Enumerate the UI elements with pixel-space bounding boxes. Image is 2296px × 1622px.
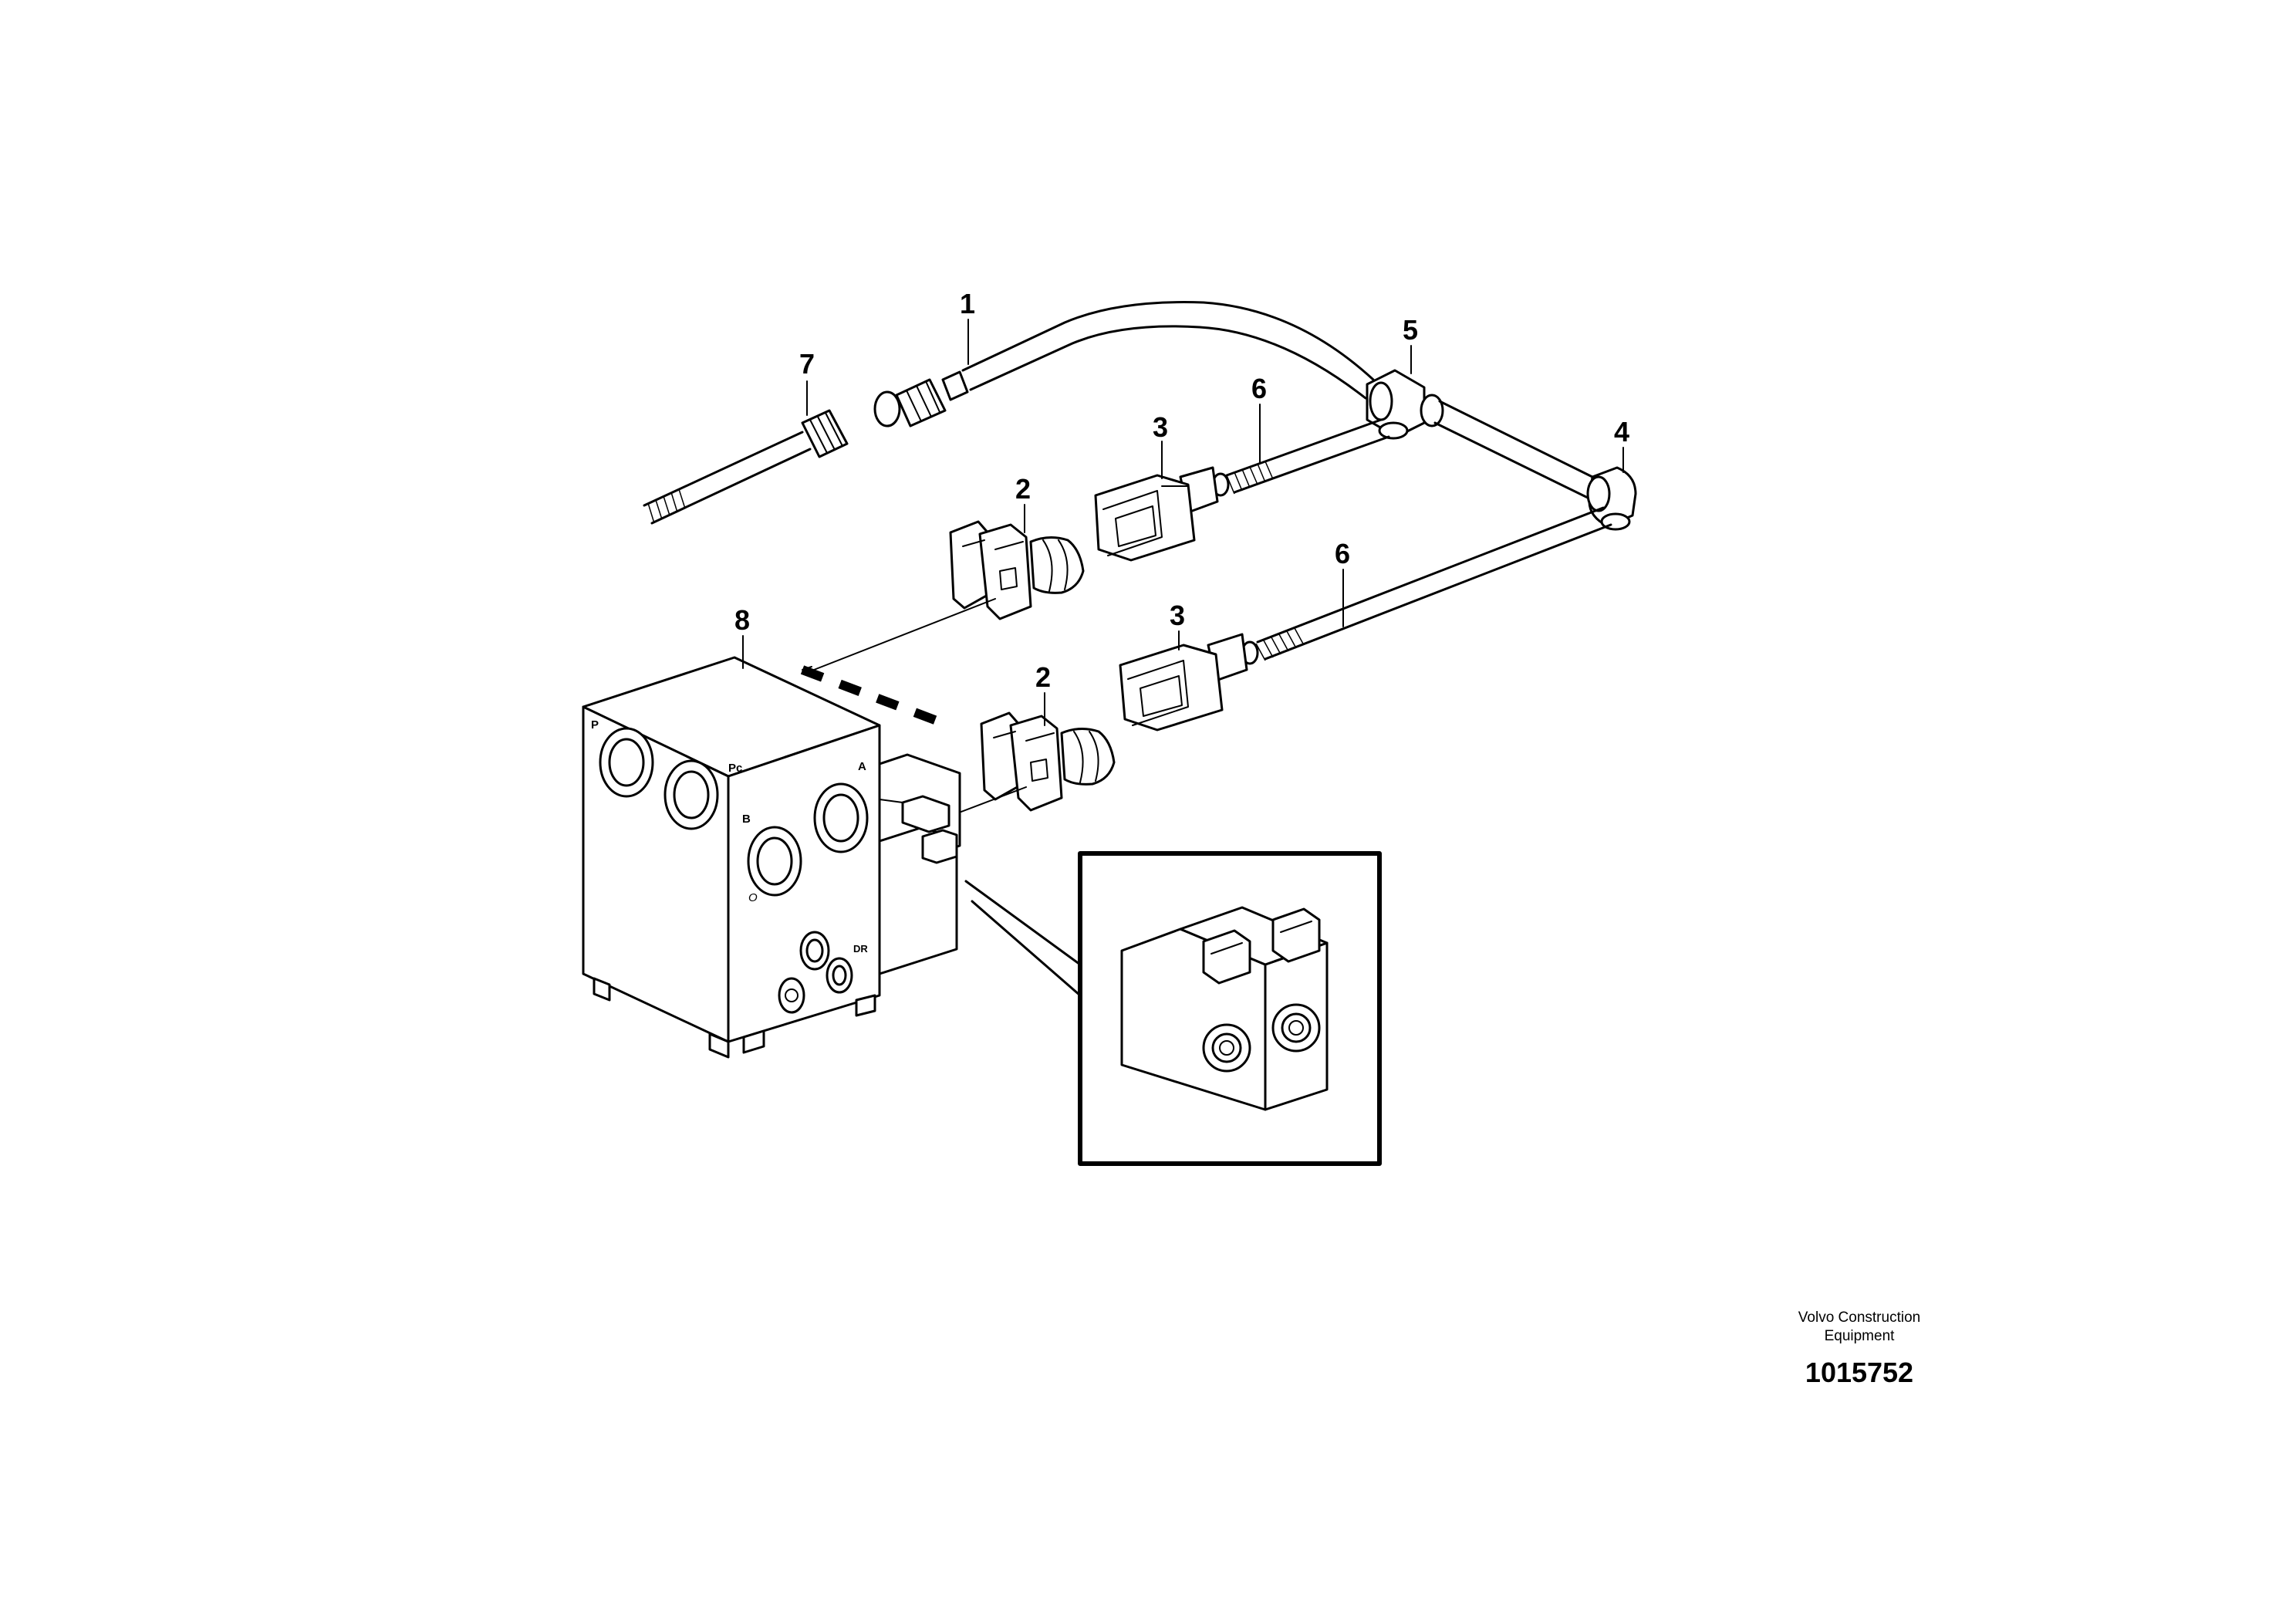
callout-5: 5 [1403, 314, 1418, 346]
callout-8: 8 [734, 604, 750, 636]
brand-line-1: Volvo Construction [1798, 1309, 1921, 1326]
drawing-footer: Volvo Construction Equipment 1015752 [1744, 1309, 1975, 1389]
detail-inset [964, 851, 1382, 1166]
callout-6-upper: 6 [1251, 373, 1267, 404]
hose-1-fitting [873, 370, 969, 427]
callout-6-lower: 6 [1335, 538, 1350, 569]
tee-5 [1366, 369, 1444, 440]
port-label-pc: Pc [728, 762, 742, 775]
hose-assembly [643, 301, 1375, 525]
nut-7 [801, 409, 849, 458]
connector-3-upper [1094, 466, 1219, 562]
callout-2-upper: 2 [1015, 473, 1031, 505]
callout-numbers: 1 7 5 6 4 3 2 6 3 8 2 [734, 288, 1629, 693]
leader-lines [742, 319, 1624, 726]
port-label-p: P [591, 718, 599, 732]
callout-3-lower: 3 [1170, 600, 1185, 631]
connector-2-upper [949, 520, 1085, 620]
connector-2-lower [980, 711, 1116, 812]
callout-2-lower: 2 [1035, 661, 1051, 693]
port-label-a: A [858, 760, 866, 773]
callout-4: 4 [1614, 416, 1629, 448]
port-label-o: O [748, 891, 758, 904]
drawing-number: 1015752 [1805, 1357, 1914, 1388]
connector-3-lower [1119, 633, 1248, 732]
callout-7: 7 [799, 348, 815, 380]
elbow-4 [1586, 466, 1637, 531]
lower-branch [948, 506, 1612, 817]
brand-line-2: Equipment [1824, 1328, 1895, 1344]
upper-tube-hatching [1226, 461, 1274, 495]
valve-block-8: P Pc A B O DR [582, 656, 881, 1059]
port-label-dr: DR [853, 943, 868, 955]
lower-tube-hatching [1255, 627, 1305, 661]
callout-1: 1 [960, 288, 975, 319]
callout-3-upper: 3 [1153, 411, 1168, 443]
upper-branch [813, 418, 1390, 671]
hose-hatching [647, 488, 686, 524]
port-label-b: B [742, 813, 751, 826]
solenoid-stack [878, 753, 961, 975]
